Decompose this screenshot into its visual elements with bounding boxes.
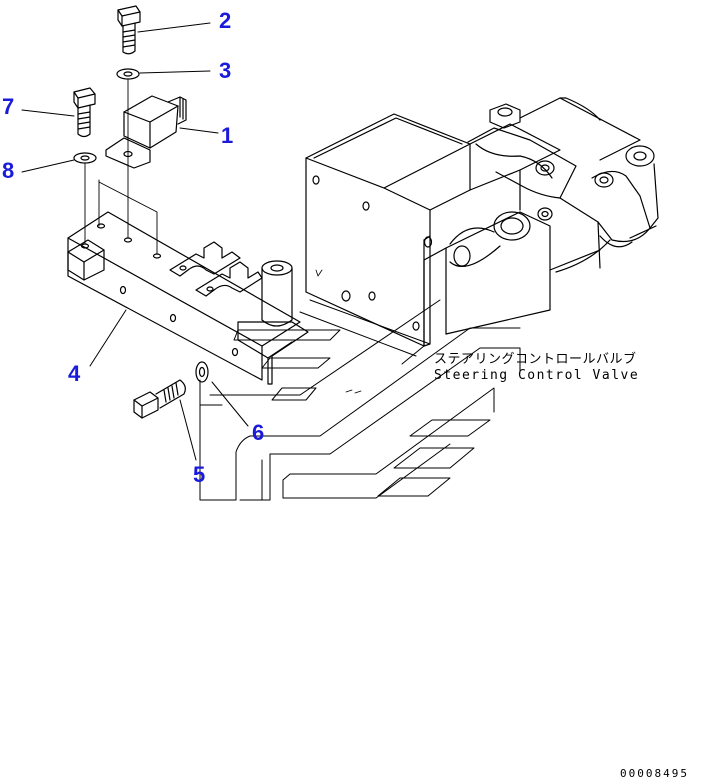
callout-8: 8 xyxy=(2,158,15,183)
document-number: 00008495 xyxy=(620,767,689,780)
part-5-bolt xyxy=(133,379,186,419)
callout-2: 2 xyxy=(219,8,232,33)
part-3-washer xyxy=(116,68,140,80)
chassis-frame-phantom xyxy=(199,299,521,501)
callout-1: 1 xyxy=(221,123,234,148)
callout-7: 7 xyxy=(2,94,15,119)
component-label-japanese: ステアリングコントロールバルブ xyxy=(434,352,637,367)
part-4-bracket xyxy=(67,211,309,385)
part-8-washer xyxy=(73,152,97,164)
callout-3: 3 xyxy=(219,58,232,83)
assembly-lines xyxy=(84,79,158,255)
part-7-bolt xyxy=(73,87,96,138)
callout-5: 5 xyxy=(193,462,206,487)
part-2-bolt xyxy=(117,5,141,55)
steering-control-valve xyxy=(305,97,659,394)
component-label-english: Steering Control Valve xyxy=(434,368,640,383)
callout-6: 6 xyxy=(252,420,265,445)
callout-4: 4 xyxy=(68,361,81,386)
part-1-relay xyxy=(105,95,187,169)
leader-lines xyxy=(21,22,425,461)
part-6-washer xyxy=(195,361,209,383)
